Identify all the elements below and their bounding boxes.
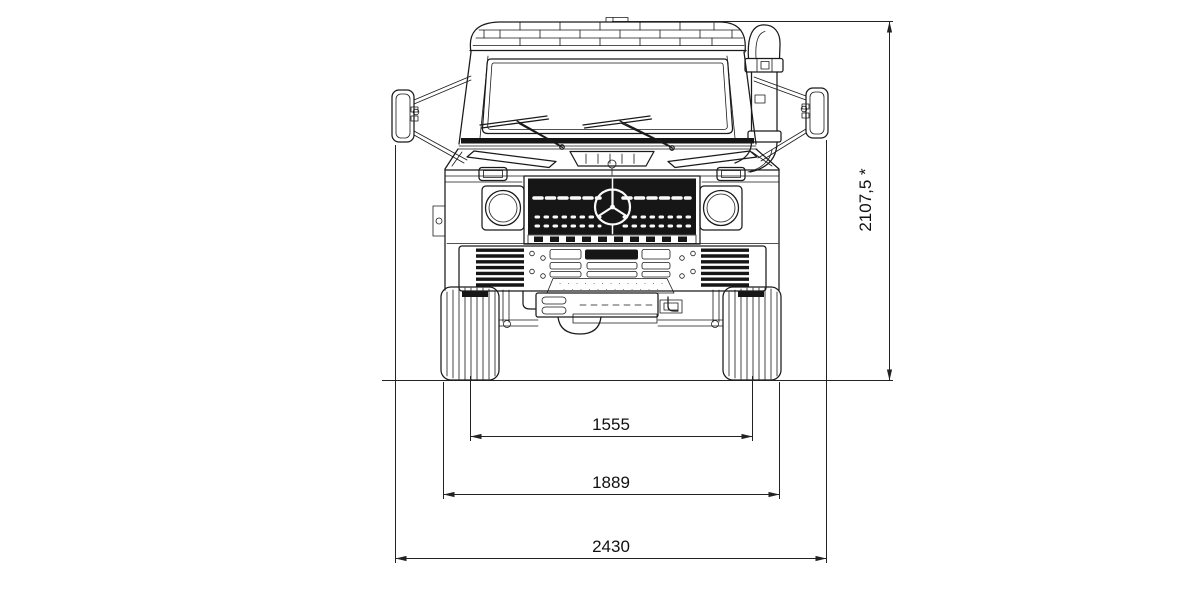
front-bumper [458,245,767,294]
headlight-right [699,185,743,231]
dimension-overall-width: 2430 [395,140,827,563]
roof [469,17,747,53]
blackout-light-left [478,166,508,182]
cowl-hood [457,138,758,176]
headlight-left [481,185,525,231]
snorkel [734,24,784,173]
side-marker-bracket [432,205,446,237]
mercedes-star-emblem [593,188,632,226]
dimension-track-width: 1555 [470,376,753,441]
tire-left [440,286,500,381]
grille [523,175,701,245]
mirror-right [753,76,829,162]
windshield [458,51,757,145]
dimension-track-width-label: 1555 [592,415,630,434]
dimension-width-over-tyres-label: 1889 [592,473,630,492]
dimension-overall-height: 2107,5 * [612,21,893,381]
dimension-width-over-tyres: 1889 [443,382,780,499]
vehicle-front-view [391,17,829,381]
mirror-left [391,75,472,164]
dimension-overall-height-label: 2107,5 * [856,168,875,232]
dimension-overall-width-label: 2430 [592,537,630,556]
windshield-wipers [479,115,675,151]
front-axle-undercarriage [462,289,764,335]
blackout-light-right [716,166,746,182]
tire-right [722,286,782,381]
